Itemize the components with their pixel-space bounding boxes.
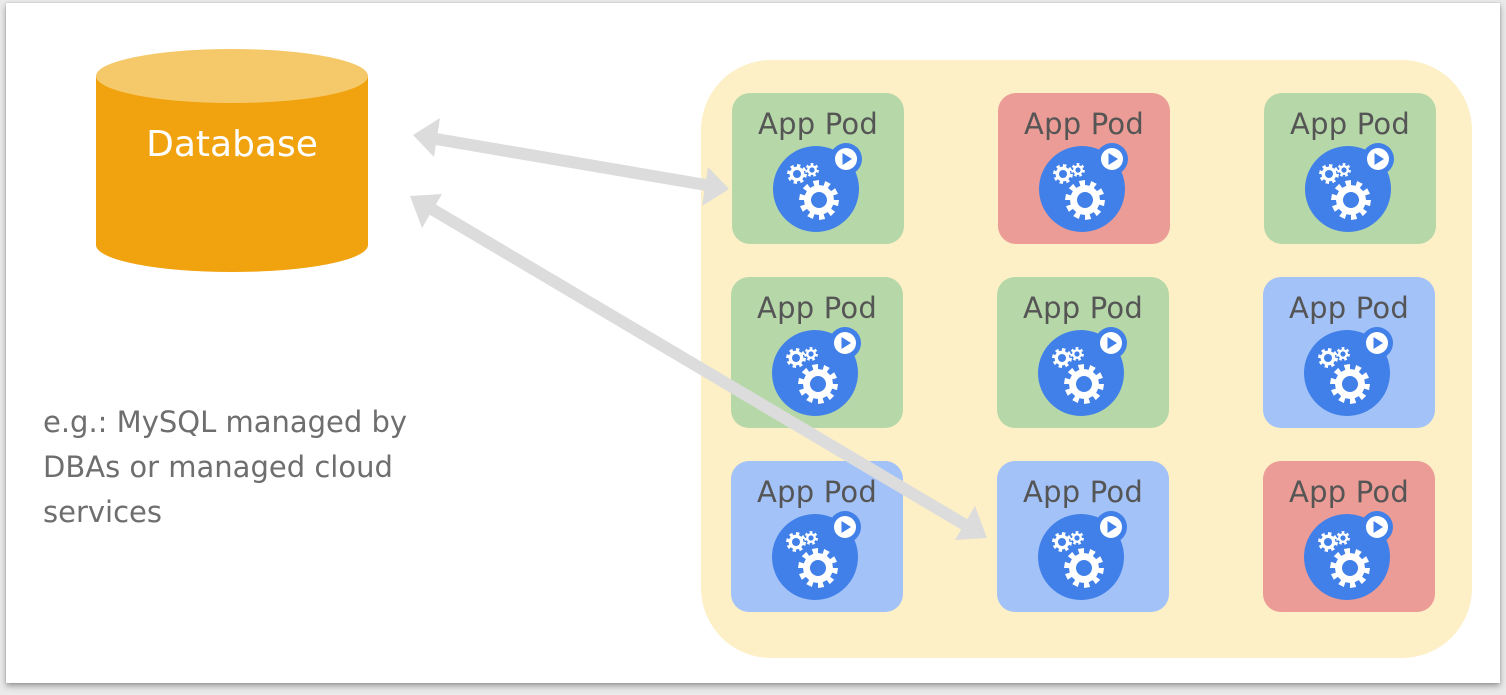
large-gear-hole xyxy=(1342,376,1358,392)
note-line-1: e.g.: MySQL managed by xyxy=(43,405,408,439)
app-gears-play-icon xyxy=(1304,511,1393,600)
small-gear-hole xyxy=(1058,354,1066,362)
tiny-gear-hole xyxy=(808,535,814,541)
small-gear-hole xyxy=(792,538,800,546)
small-gear-hole xyxy=(1325,170,1333,178)
large-gear-hole xyxy=(1343,192,1359,208)
play-icon xyxy=(1107,337,1117,349)
app-pod: App Pod xyxy=(998,93,1170,244)
app-pod-label: App Pod xyxy=(1023,291,1143,325)
tiny-gear-hole xyxy=(1074,535,1080,541)
small-gear-hole xyxy=(792,354,800,362)
app-gears-play-icon xyxy=(772,327,861,416)
tiny-gear-hole xyxy=(1075,167,1081,173)
app-gears-play-icon xyxy=(772,511,861,600)
app-pod: App Pod xyxy=(1263,277,1435,428)
arrow-database-to-pod-top-left xyxy=(413,118,729,206)
play-icon xyxy=(1373,337,1383,349)
app-pod: App Pod xyxy=(731,277,903,428)
small-gear-hole xyxy=(1324,354,1332,362)
app-gears-play-icon xyxy=(1038,327,1127,416)
database-note: e.g.: MySQL managed by DBAs or managed c… xyxy=(43,400,463,535)
app-gears-play-icon xyxy=(773,143,862,232)
app-gears-play-icon xyxy=(1304,327,1393,416)
database-label: Database xyxy=(146,124,318,165)
app-pod-label: App Pod xyxy=(757,291,877,325)
tiny-gear-hole xyxy=(1074,351,1080,357)
play-icon xyxy=(842,153,852,165)
app-pod: App Pod xyxy=(1263,461,1435,612)
large-gear-hole xyxy=(1342,560,1358,576)
app-pod-label: App Pod xyxy=(1290,107,1410,141)
small-gear-hole xyxy=(1059,170,1067,178)
app-pod-label: App Pod xyxy=(1023,475,1143,509)
small-gear-hole xyxy=(1324,538,1332,546)
app-pod: App Pod xyxy=(732,93,904,244)
note-line-2: DBAs or managed cloud xyxy=(43,450,393,484)
app-pod: App Pod xyxy=(731,461,903,612)
app-pod: App Pod xyxy=(997,277,1169,428)
tiny-gear-hole xyxy=(809,167,815,173)
app-pod: App Pod xyxy=(997,461,1169,612)
play-icon xyxy=(1374,153,1384,165)
note-line-3: services xyxy=(43,495,162,529)
large-gear-hole xyxy=(1076,560,1092,576)
large-gear-hole xyxy=(811,192,827,208)
app-pod: App Pod xyxy=(1264,93,1436,244)
large-gear-hole xyxy=(1076,376,1092,392)
app-pod-label: App Pod xyxy=(1289,475,1409,509)
play-icon xyxy=(1107,521,1117,533)
app-gears-play-icon xyxy=(1305,143,1394,232)
large-gear-hole xyxy=(1077,192,1093,208)
tiny-gear-hole xyxy=(1341,167,1347,173)
app-pod-label: App Pod xyxy=(758,107,878,141)
app-gears-play-icon xyxy=(1038,511,1127,600)
database-top xyxy=(96,49,368,103)
tiny-gear-hole xyxy=(808,351,814,357)
play-icon xyxy=(1373,521,1383,533)
app-pod-label: App Pod xyxy=(757,475,877,509)
play-icon xyxy=(1108,153,1118,165)
small-gear-hole xyxy=(1058,538,1066,546)
database-body xyxy=(96,76,368,272)
large-gear-hole xyxy=(810,376,826,392)
small-gear-hole xyxy=(793,170,801,178)
large-gear-hole xyxy=(810,560,826,576)
app-pod-label: App Pod xyxy=(1289,291,1409,325)
tiny-gear-hole xyxy=(1340,351,1346,357)
tiny-gear-hole xyxy=(1340,535,1346,541)
app-gears-play-icon xyxy=(1039,143,1128,232)
app-pod-label: App Pod xyxy=(1024,107,1144,141)
